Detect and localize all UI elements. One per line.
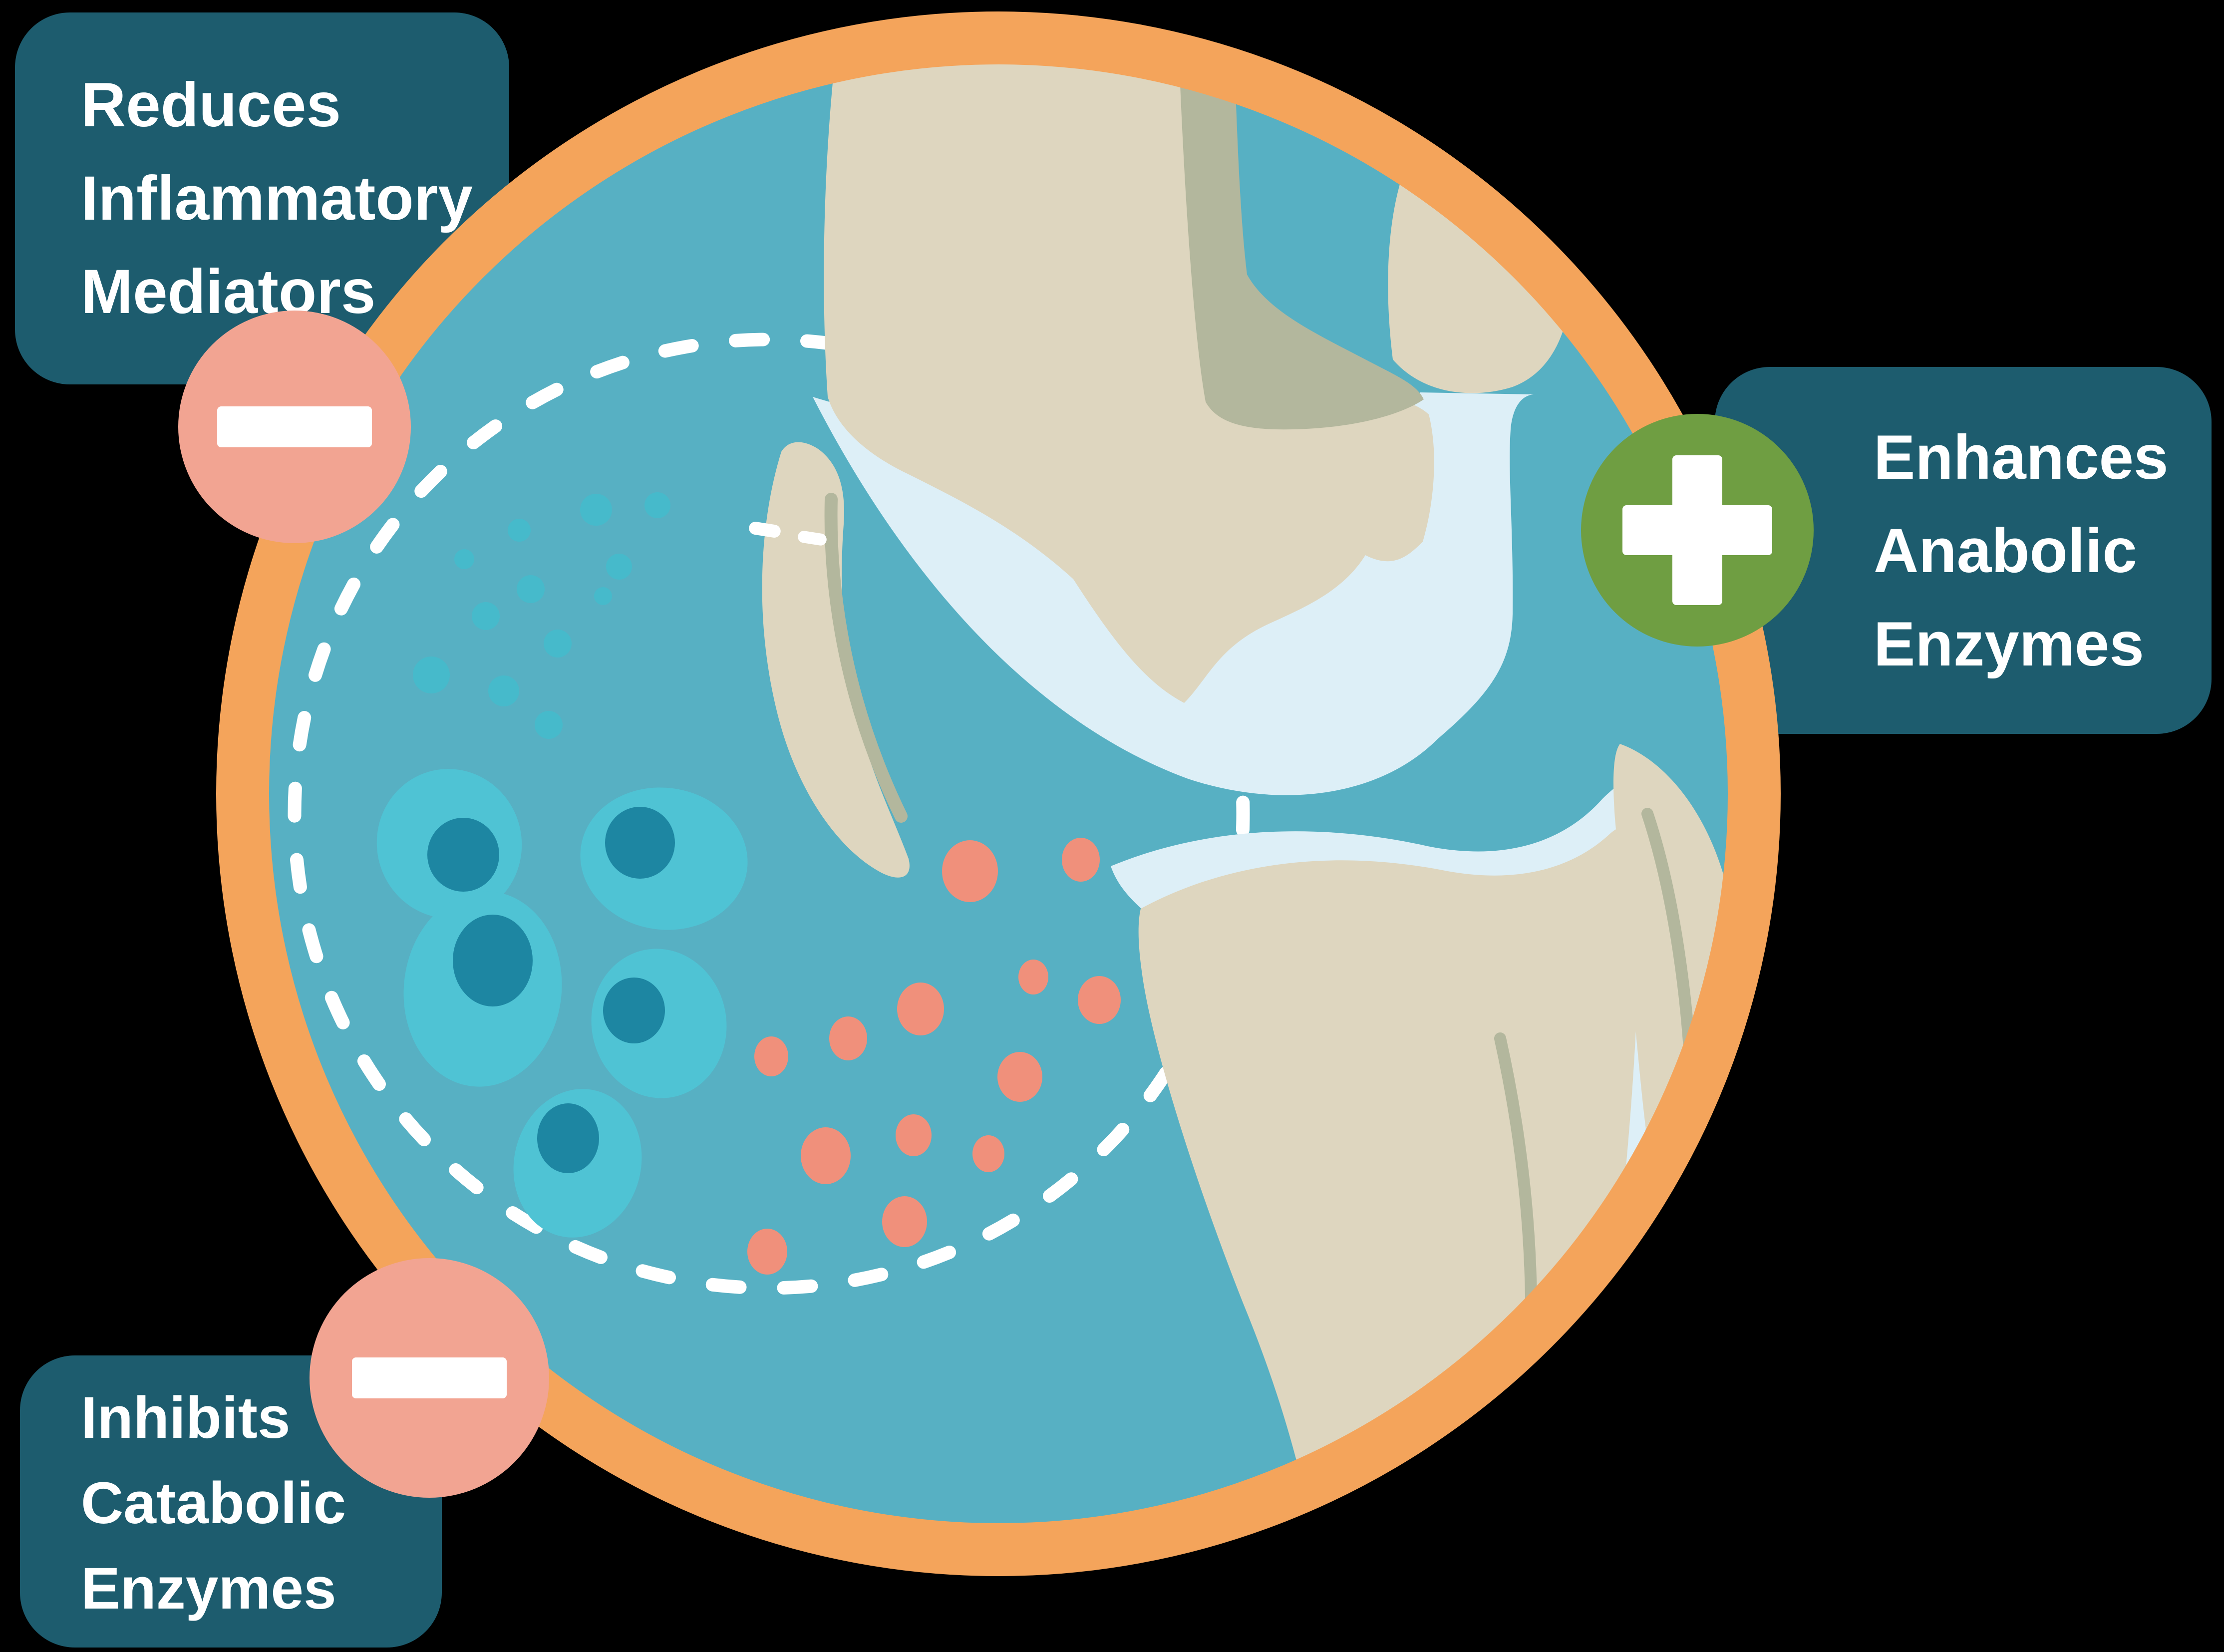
matrix-dot [580, 494, 612, 526]
callout-line: Enzymes [81, 1556, 336, 1622]
cell-nucleus [453, 915, 533, 1006]
matrix-dot [644, 492, 670, 518]
femur-shading [1174, 64, 1424, 430]
sparkle [798, 531, 827, 546]
chondrocyte-cell [513, 1089, 642, 1238]
mediator-dot [754, 1036, 788, 1076]
callout-line: Inhibits [81, 1385, 291, 1451]
mediator-dot [882, 1196, 927, 1247]
mediator-dot [1062, 838, 1100, 882]
matrix-dot [544, 630, 572, 658]
minus-icon [178, 311, 411, 543]
minus-icon [310, 1258, 549, 1498]
mediator-dot-cluster [747, 838, 1121, 1275]
matrix-dot [472, 602, 500, 630]
cell-nucleus [605, 807, 675, 879]
mediator-dot [997, 1052, 1042, 1102]
sparkle-marks [749, 522, 827, 546]
mediator-dot [942, 840, 998, 902]
minus-bar [352, 1357, 507, 1398]
mediator-dot [1078, 976, 1121, 1024]
cell-nucleus [603, 978, 665, 1043]
plus-bar-vertical [1672, 455, 1722, 605]
cell-nucleus [537, 1103, 599, 1173]
sparkle [749, 522, 781, 538]
chondrocyte-cell [376, 769, 522, 919]
mediator-dot [897, 983, 944, 1035]
matrix-dot [488, 675, 519, 706]
cell-nucleus [427, 818, 499, 892]
joint-capsule-ring [216, 11, 1781, 1576]
chondrocyte-cell [591, 949, 727, 1098]
mediator-dot [801, 1127, 851, 1184]
patellar-sliver-bone [762, 442, 910, 878]
callout-line: Inflammatory [81, 164, 473, 233]
chondrocyte-cluster [376, 769, 748, 1238]
matrix-dot [454, 549, 474, 569]
chondrocyte-cell [403, 891, 562, 1087]
callout-line: Enhances [1874, 423, 2169, 492]
femur-bone [824, 64, 1434, 703]
matrix-dot [508, 519, 531, 542]
minus-bar [217, 406, 372, 447]
plus-icon [1581, 414, 1814, 647]
mediator-dot [829, 1016, 867, 1060]
matrix-dot [594, 587, 612, 605]
callout-line: Reduces [81, 70, 341, 140]
matrix-dot [413, 657, 450, 693]
chondrocyte-cell [580, 787, 748, 930]
callout-line: Catabolic [81, 1470, 346, 1536]
mediator-dot [896, 1114, 932, 1156]
callout-line: Enzymes [1874, 610, 2144, 679]
mediator-dot [972, 1135, 1004, 1172]
patellar-sliver-shading [824, 493, 908, 823]
mediator-dot [1018, 960, 1048, 994]
matrix-dot-cluster [413, 492, 670, 739]
matrix-dot [606, 554, 632, 580]
mediator-dot [747, 1229, 787, 1275]
matrix-dot [535, 711, 563, 739]
callout-line: Anabolic [1874, 516, 2137, 586]
matrix-dot [517, 575, 545, 603]
